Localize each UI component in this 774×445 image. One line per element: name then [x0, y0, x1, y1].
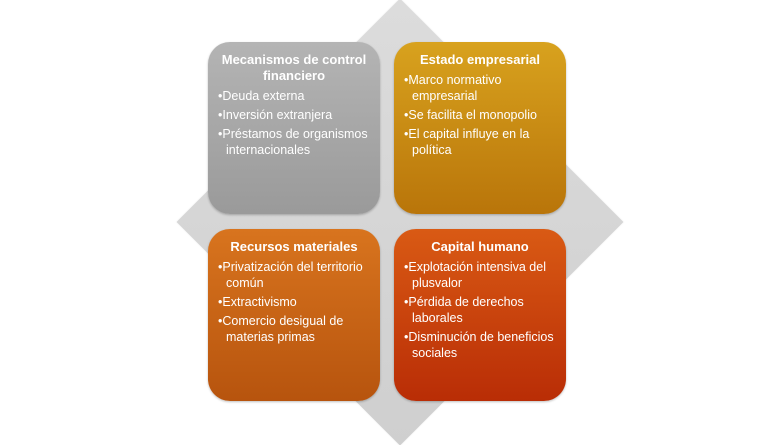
list-item: Privatización del territorio común — [218, 259, 370, 291]
quadrant-capital-humano: Capital humano Explotación intensiva del… — [394, 229, 566, 401]
quadrant-title: Estado empresarial — [420, 52, 540, 67]
quadrant-list: Privatización del territorio común Extra… — [218, 259, 370, 345]
list-item: Pérdida de derechos laborales — [404, 294, 556, 326]
list-item: Inversión extranjera — [218, 107, 370, 123]
list-item: Se facilita el monopolio — [404, 107, 556, 123]
quadrant-recursos-materiales: Recursos materiales Privatización del te… — [208, 229, 380, 401]
quadrant-list: Deuda externa Inversión extranjera Prést… — [218, 88, 370, 158]
quadrant-mecanismos-control-financiero: Mecanismos de control financiero Deuda e… — [208, 42, 380, 214]
list-item: El capital influye en la política — [404, 126, 556, 158]
quadrant-title: Mecanismos de control financiero — [221, 52, 367, 83]
list-item: Explotación intensiva del plusvalor — [404, 259, 556, 291]
quadrant-list: Marco normativo empresarial Se facilita … — [404, 72, 556, 158]
list-item: Deuda externa — [218, 88, 370, 104]
quadrant-title: Recursos materiales — [230, 239, 358, 254]
list-item: Comercio desigual de materias primas — [218, 313, 370, 345]
quadrant-estado-empresarial: Estado empresarial Marco normativo empre… — [394, 42, 566, 214]
list-item: Extractivismo — [218, 294, 370, 310]
quadrant-list: Explotación intensiva del plusvalor Pérd… — [404, 259, 556, 361]
list-item: Disminución de beneficios sociales — [404, 329, 556, 361]
list-item: Marco normativo empresarial — [404, 72, 556, 104]
list-item: Préstamos de organismos internacionales — [218, 126, 370, 158]
quadrant-title: Capital humano — [431, 239, 529, 254]
